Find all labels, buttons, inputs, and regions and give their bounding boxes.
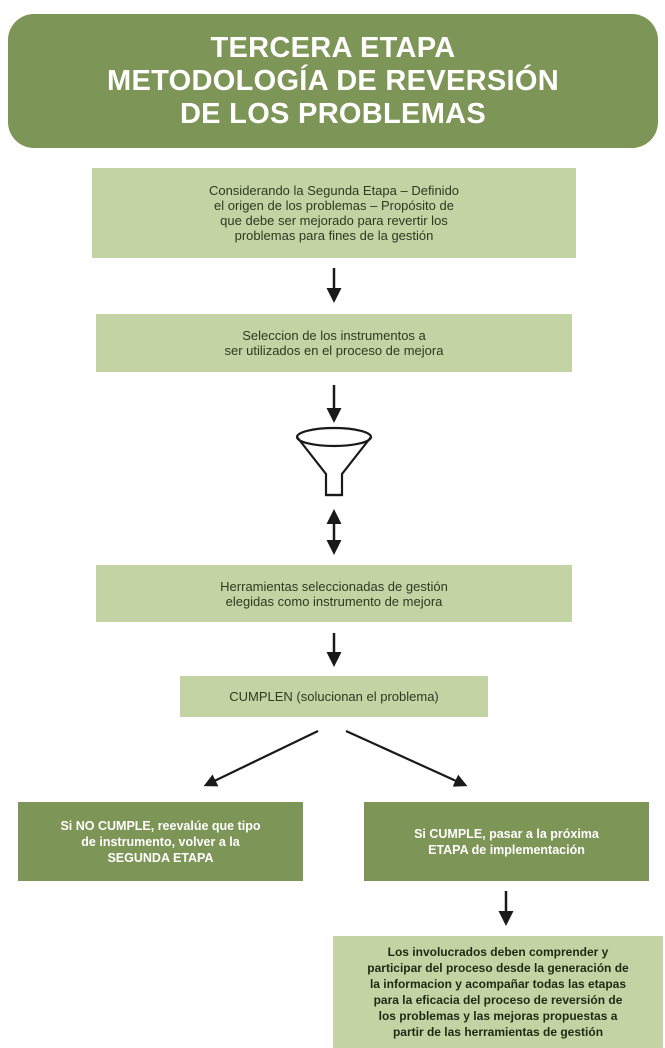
arrow-left-branch-icon	[203, 730, 319, 787]
step-select-instruments: Seleccion de los instrumentos a ser util…	[96, 314, 572, 372]
yes-branch-line: Si CUMPLE, pasar a la próxima	[414, 826, 599, 841]
final-note-box: Los involucrados deben comprender y part…	[333, 936, 663, 1048]
final-line: partir de las herramientas de gestión	[392, 1025, 604, 1039]
yes-branch-line: ETAPA de implementación	[428, 842, 585, 857]
final-line: para la eficacia del proceso de reversió…	[373, 993, 623, 1007]
step2-line: ser utilizados en el proceso de mejora	[224, 343, 444, 358]
step-selected-tools: Herramientas seleccionadas de gestión el…	[96, 565, 572, 622]
step3-line: Herramientas seleccionadas de gestión	[220, 578, 448, 594]
no-branch-line: Si NO CUMPLE, reevalúe que tipo	[60, 818, 261, 833]
step2-line: Seleccion de los instrumentos a	[242, 328, 426, 343]
title-line-1: TERCERA ETAPA	[210, 31, 456, 64]
step1-line: Considerando la Segunda Etapa – Definido	[208, 183, 460, 198]
arrow-right-branch-icon	[345, 729, 468, 787]
step1-line: el origen de los problemas – Propósito d…	[214, 198, 454, 213]
title-banner: TERCERA ETAPA METODOLOGÍA DE REVERSIÓN D…	[8, 14, 658, 148]
branch-complies: Si CUMPLE, pasar a la próxima ETAPA de i…	[364, 802, 649, 881]
final-line: los problemas y las mejoras propuestas a	[378, 1009, 618, 1023]
final-line: participar del proceso desde la generaci…	[367, 961, 629, 975]
final-line: Los involucrados deben comprender y	[387, 945, 609, 959]
branch-no-complies: Si NO CUMPLE, reevalúe que tipo de instr…	[18, 802, 303, 881]
step1-line: que debe ser mejorado para revertir los	[220, 213, 448, 228]
title-line-2: METODOLOGÍA DE REVERSIÓN	[107, 64, 559, 97]
step1-line: problemas para fines de la gestión	[234, 228, 434, 243]
title-line-3: DE LOS PROBLEMAS	[179, 97, 487, 130]
final-line: la informacion y acompañar todas las eta…	[369, 977, 627, 991]
decision-text: CUMPLEN (solucionan el problema)	[229, 689, 439, 704]
no-branch-line: de instrumento, volver a la	[81, 834, 240, 849]
funnel-icon	[295, 426, 373, 497]
decision-box: CUMPLEN (solucionan el problema)	[180, 676, 488, 717]
step3-line: elegidas como instrumento de mejora	[225, 593, 443, 609]
step-define-origin: Considerando la Segunda Etapa – Definido…	[92, 168, 576, 258]
no-branch-line: SEGUNDA ETAPA	[107, 850, 214, 865]
